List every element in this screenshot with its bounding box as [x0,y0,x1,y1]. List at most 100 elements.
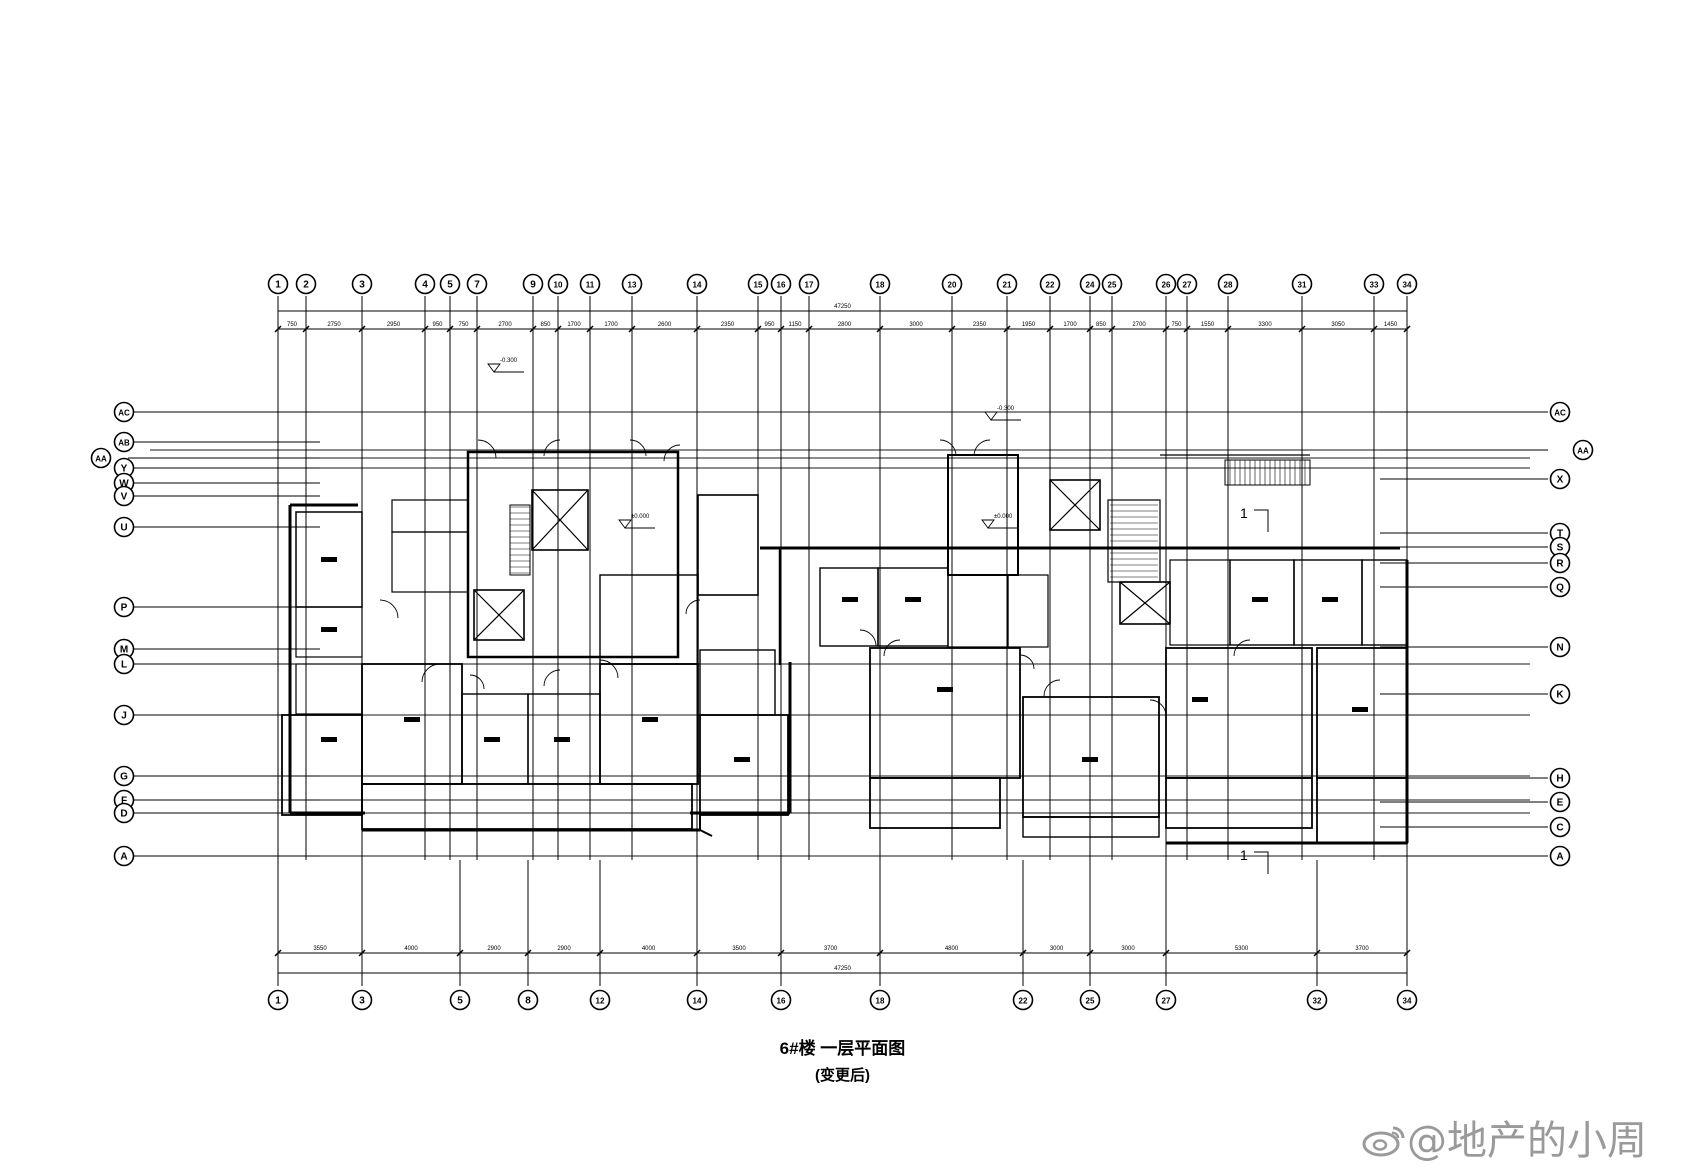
room-label-mark [937,687,953,692]
door-swing [477,439,497,459]
wall [699,829,713,837]
dimension-label: 2900 [487,946,501,952]
dimension-label: 3050 [1331,322,1345,328]
dimension-label: 1150 [789,322,803,328]
room-label-mark [321,557,337,562]
axis-bubble-label: 25 [1108,281,1117,290]
axis-bubble: 1 [267,989,289,1011]
dimension-label: 2800 [838,322,852,328]
door-swing [939,439,957,457]
axis-bubble-label: 15 [754,281,763,290]
axis-bubble-label: 27 [1162,997,1171,1006]
wall [1022,816,1160,838]
room-label-mark [1352,707,1368,712]
wall [1049,479,1101,531]
axis-bubble-label: 28 [1224,281,1233,290]
axis-bubble-label: 34 [1403,281,1412,290]
axis-bubble: 31 [1291,273,1313,295]
dimension-label: 2750 [327,322,341,328]
axis-bubble: H [1549,767,1571,789]
axis-bubble-label: 14 [693,281,702,290]
dimension-tick [948,325,956,333]
axis-grid-lines [128,296,1548,986]
drawing-subtitle: (变更后) [815,1067,870,1084]
axis-bubble: 32 [1306,989,1328,1011]
axis-bubble-label: 33 [1370,281,1379,290]
axis-bubble: AB [113,431,135,453]
door-swing [685,599,701,615]
axis-bubble: 18 [869,989,891,1011]
dimension-tick [1224,325,1232,333]
wall [869,777,1001,829]
dimension-tick [1403,325,1411,333]
door-swing [663,444,681,462]
axis-bubble-label: 8 [525,996,531,1007]
axis-bubble-label: 4 [422,280,428,291]
axis-bubble-label: Y [121,464,128,475]
wall [947,574,1009,648]
room-label-mark [404,717,420,722]
axis-bubble: V [113,485,135,507]
dimension-lines [274,310,1411,974]
room-label-mark [905,597,921,602]
axis-bubble-label: 11 [586,281,595,290]
dimension-label: 3000 [1050,946,1064,952]
axis-bubble: 16 [770,273,792,295]
door-swing [543,439,561,457]
dimension-label: 3700 [1355,946,1369,952]
room-label-mark [554,737,570,742]
door-swing [1149,699,1167,717]
door-swing [543,669,561,687]
axis-bubble-label: A [120,852,127,863]
room-label-mark [1252,597,1268,602]
door-swing [1043,679,1061,697]
door-swing [1019,654,1035,670]
dimension-tick [754,325,762,333]
wall [869,647,1021,779]
axis-bubble: 16 [770,989,792,1011]
dimension-tick [1162,325,1170,333]
axis-bubble-label: 3 [359,280,365,291]
dimension-tick [876,949,884,957]
section-line [1254,851,1269,874]
wall [531,489,589,551]
weibo-logo-icon [1362,1126,1405,1157]
building-walls [281,439,1409,845]
wall [599,663,699,785]
axis-bubble-label: U [120,523,127,534]
wall [466,450,680,659]
axis-bubble: D [113,802,135,824]
dimension-label: 1550 [1201,322,1215,328]
dimension-label: 850 [540,322,551,328]
axis-bubble-label: 2 [303,280,309,291]
axis-bubble: C [1549,816,1571,838]
dimension-tick [586,325,594,333]
wall [699,649,776,716]
wall [473,589,525,641]
axis-bubble-label: 22 [1046,281,1055,290]
dimension-tick [274,325,282,333]
axis-bubble: 3 [351,273,373,295]
axis-bubble-label: 16 [777,997,786,1006]
level-triangle [618,519,655,529]
axis-bubble: 28 [1217,273,1239,295]
axis-bubble-label: D [120,809,127,820]
dimension-tick [1403,949,1411,957]
drawing-title: 6#楼 一层平面图 [779,1039,906,1058]
dimension-tick [421,325,429,333]
wall [877,567,949,647]
axis-bubble-label: X [1557,475,1564,486]
axis-bubble-label: 31 [1298,281,1307,290]
dimension-tick [1019,949,1027,957]
axis-bubble-label: F [121,796,127,807]
wall [531,489,589,551]
axis-bubble: AC [1549,401,1571,423]
wall [1361,559,1408,646]
axis-bubble: 26 [1155,273,1177,295]
wall [1165,647,1313,779]
axis-bubble: 12 [589,989,611,1011]
axis-bubble-label: AA [95,455,107,464]
axis-bubble-label: 7 [474,280,480,291]
room-label-mark [484,737,500,742]
